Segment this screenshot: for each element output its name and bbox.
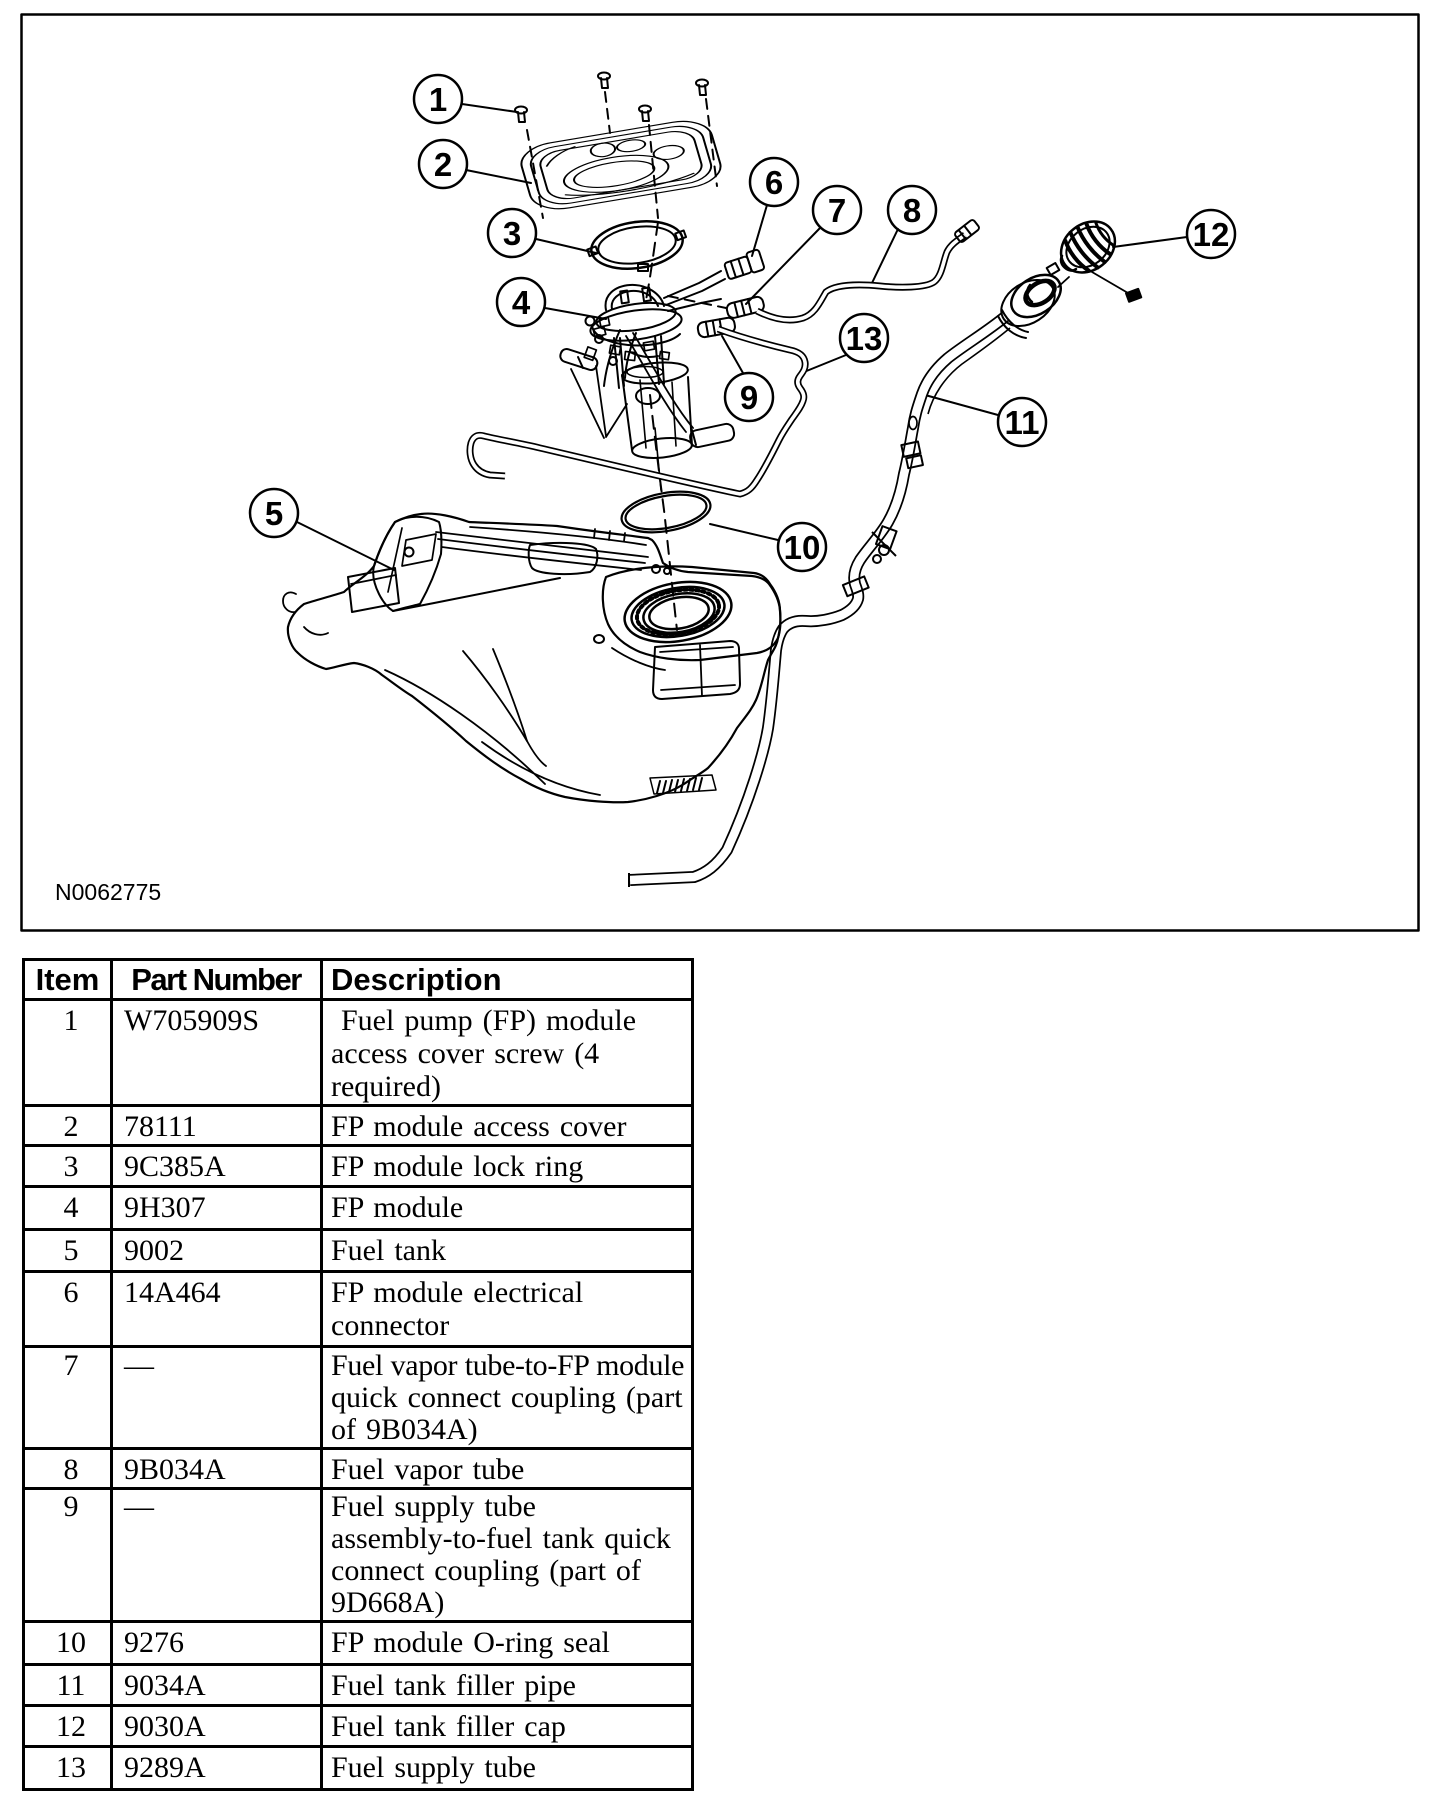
svg-text:3: 3 [503, 215, 521, 252]
svg-text:8: 8 [903, 192, 921, 229]
svg-text:13: 13 [846, 320, 883, 357]
svg-text:1: 1 [429, 81, 447, 118]
svg-text:9: 9 [740, 379, 758, 416]
svg-text:2: 2 [434, 146, 452, 183]
svg-text:N0062775: N0062775 [55, 879, 161, 905]
svg-text:11: 11 [1005, 404, 1040, 441]
svg-text:12: 12 [1193, 216, 1230, 253]
svg-text:6: 6 [765, 164, 783, 201]
svg-text:10: 10 [784, 529, 821, 566]
svg-text:4: 4 [512, 284, 531, 321]
svg-text:7: 7 [828, 192, 846, 229]
svg-text:5: 5 [265, 495, 283, 532]
